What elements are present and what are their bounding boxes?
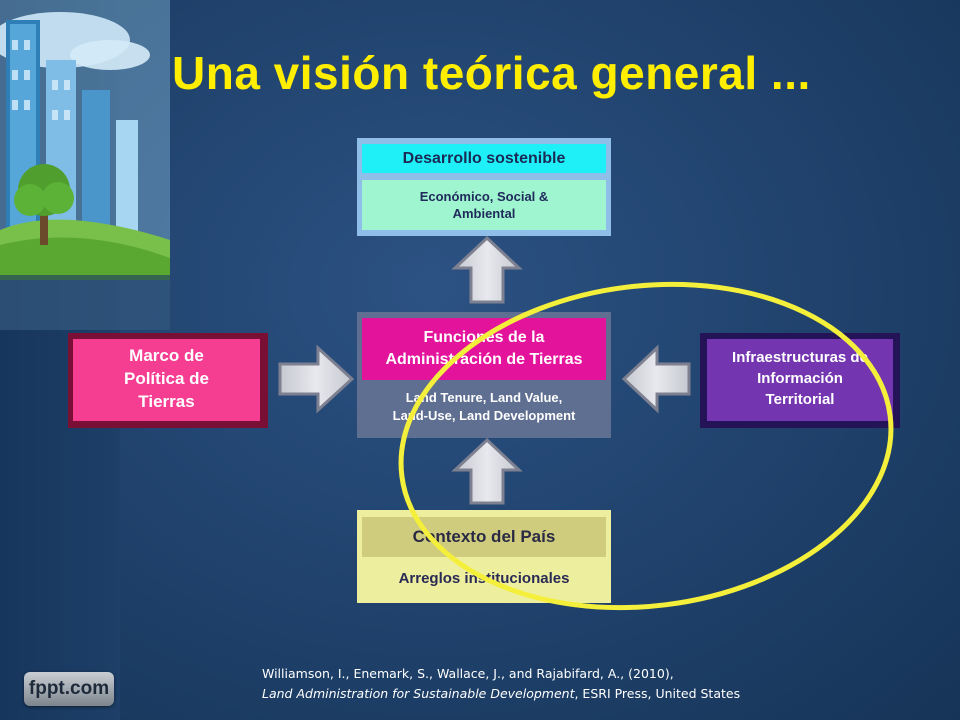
sustainable-development-line1: Económico, Social & xyxy=(419,189,549,204)
sustainable-development-body: Económico, Social & Ambiental xyxy=(362,180,606,230)
slide-title: Una visión teórica general ... xyxy=(172,47,811,99)
country-context-heading: Contexto del País xyxy=(362,517,606,557)
spatial-data-infrastructure-body: Infraestructuras de Información Territor… xyxy=(707,339,893,421)
country-context-body: Arreglos institucionales xyxy=(398,570,570,587)
spatial-data-infrastructure-line2: Información xyxy=(757,370,843,387)
citation-source: Land Administration for Sustainable Deve… xyxy=(262,684,902,704)
land-policy-line3: Tierras xyxy=(138,392,195,411)
sustainable-development-line2: Ambiental xyxy=(452,206,516,221)
citation-work-title: Land Administration for Sustainable Deve… xyxy=(262,686,575,701)
citation-publisher: , ESRI Press, United States xyxy=(574,686,741,701)
land-policy-line2: Política de xyxy=(123,369,210,388)
spatial-data-infrastructure-line3: Territorial xyxy=(765,391,835,408)
land-administration-heading-line1: Funciones de la xyxy=(423,329,545,346)
sustainable-development-heading: Desarrollo sostenible xyxy=(362,144,606,173)
citation: Williamson, I., Enemark, S., Wallace, J.… xyxy=(262,664,902,704)
city-illustration xyxy=(0,0,170,330)
land-administration-heading-line2: Administración de Tierras xyxy=(385,351,583,368)
land-administration-heading: Funciones de la Administración de Tierra… xyxy=(362,318,606,380)
fppt-logo: fppt.com xyxy=(24,672,114,706)
citation-authors: Williamson, I., Enemark, S., Wallace, J.… xyxy=(262,666,674,681)
land-administration-body-line1: Land Tenure, Land Value, xyxy=(405,390,563,405)
land-policy-body: Marco de Política de Tierras xyxy=(73,339,260,421)
land-administration-body: Land Tenure, Land Value, Land-Use, Land … xyxy=(362,384,606,432)
land-administration-body-line2: Land-Use, Land Development xyxy=(392,408,576,423)
spatial-data-infrastructure-line1: Infraestructuras de xyxy=(732,349,868,366)
land-policy-line1: Marco de xyxy=(129,346,204,365)
